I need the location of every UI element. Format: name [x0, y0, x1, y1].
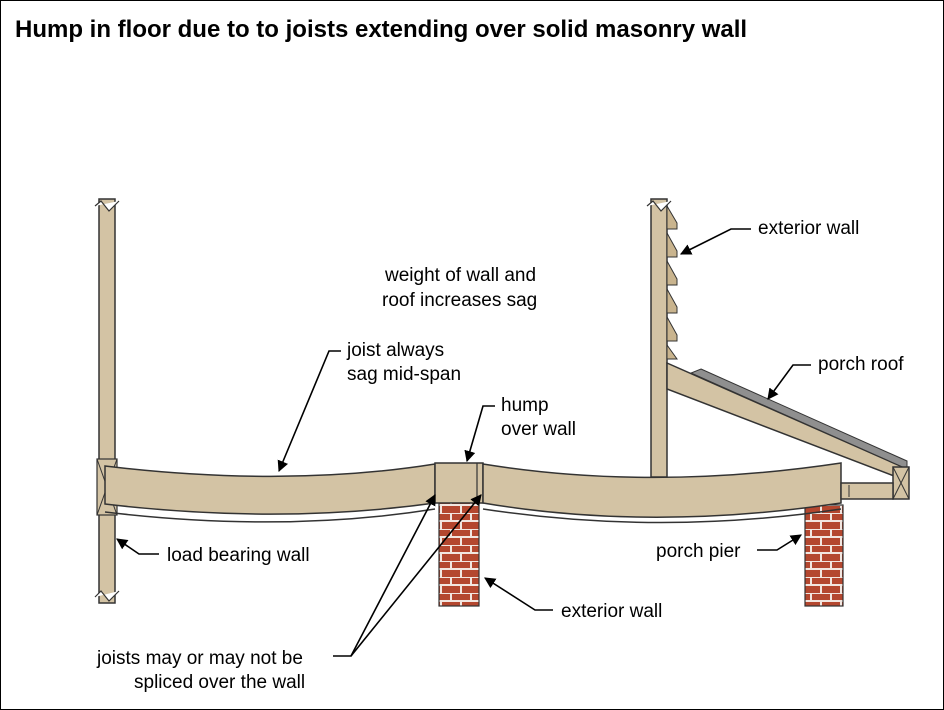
arrow-splice-right — [350, 494, 482, 657]
porch-roof — [666, 361, 910, 500]
label-porch-roof: porch roof — [818, 354, 904, 375]
label-hump-line2: over wall — [501, 419, 576, 440]
arrow-exterior-wall-top — [679, 228, 751, 255]
exterior-wall-stud — [646, 198, 678, 478]
label-hump-line1: hump — [501, 395, 549, 416]
label-joist-sag-line1: joist always — [346, 340, 444, 361]
label-exterior-wall-top: exterior wall — [758, 218, 859, 239]
diagram-title: Hump in floor due to to joists extending… — [15, 16, 747, 43]
arrow-exterior-wall-bottom — [484, 577, 553, 611]
arrow-load-bearing-wall — [116, 538, 159, 555]
label-load-bearing-wall: load bearing wall — [167, 545, 310, 566]
floor-joists — [104, 462, 842, 524]
arrow-porch-roof — [767, 364, 811, 400]
label-weight-line1: weight of wall and — [384, 265, 536, 286]
arrow-porch-pier — [757, 534, 802, 551]
label-splice-line1: joists may or may not be — [96, 648, 303, 669]
label-joist-sag-line2: sag mid-span — [347, 364, 461, 385]
label-splice-line2: spliced over the wall — [134, 672, 305, 693]
arrow-hump — [464, 405, 495, 463]
load-bearing-wall — [94, 198, 120, 604]
label-porch-pier: porch pier — [656, 541, 741, 562]
exterior-wall-masonry — [438, 500, 480, 607]
label-weight-line2: roof increases sag — [382, 290, 537, 311]
label-exterior-wall-bottom: exterior wall — [561, 601, 662, 622]
porch-pier — [804, 504, 844, 607]
arrow-joist-sag — [277, 350, 341, 473]
